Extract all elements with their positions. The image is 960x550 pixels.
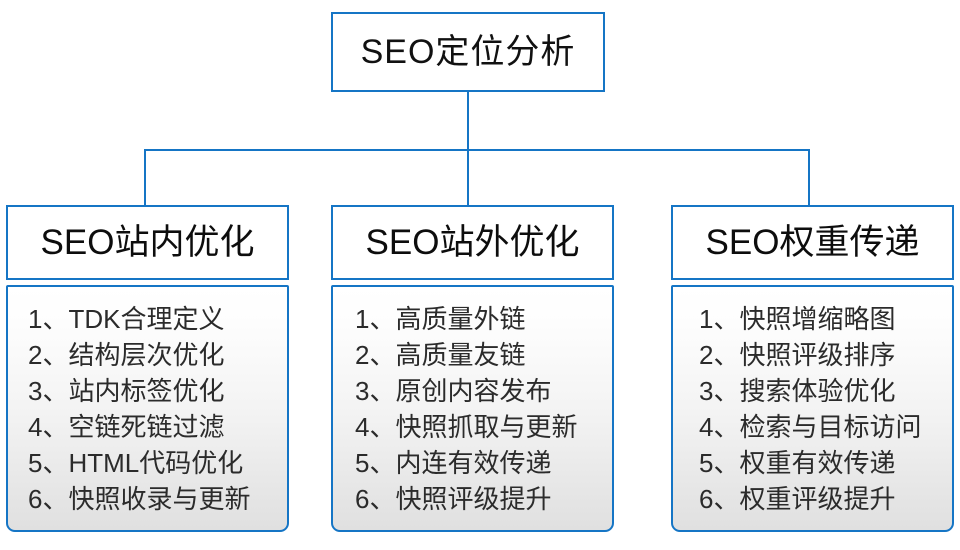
list-item-index: 1、 [699, 304, 740, 334]
list-item: 3、搜索体验优化 [699, 373, 952, 409]
list-item: 5、权重有效传递 [699, 445, 952, 481]
list-item-index: 2、 [699, 340, 740, 370]
list-item-text: 权重评级提升 [739, 484, 896, 514]
list-item-index: 6、 [28, 484, 69, 514]
list-item: 1、高质量外链 [355, 301, 612, 337]
list-item: 2、结构层次优化 [28, 337, 287, 373]
branch-header-3[interactable]: SEO权重传递 [671, 205, 954, 280]
list-item: 2、快照评级排序 [699, 337, 952, 373]
list-item-index: 5、 [28, 448, 69, 478]
root-node-label: SEO定位分析 [360, 33, 576, 71]
branch-column-3: SEO权重传递 1、快照增缩略图 2、快照评级排序 3、搜索体验优化 4、检索与… [671, 205, 954, 532]
root-node[interactable]: SEO定位分析 [331, 12, 605, 92]
list-item-index: 5、 [355, 448, 396, 478]
list-item-text: 空链死链过滤 [68, 412, 225, 442]
branch-item-list-1: 1、TDK合理定义 2、结构层次优化 3、站内标签优化 4、空链死链过滤 5、H… [8, 301, 287, 517]
list-item-text: 内连有效传递 [395, 448, 552, 478]
list-item: 5、HTML代码优化 [28, 445, 287, 481]
list-item: 1、快照增缩略图 [699, 301, 952, 337]
list-item-index: 3、 [699, 376, 740, 406]
list-item-index: 2、 [28, 340, 69, 370]
list-item-index: 4、 [28, 412, 69, 442]
branch-item-list-3: 1、快照增缩略图 2、快照评级排序 3、搜索体验优化 4、检索与目标访问 5、权… [673, 301, 952, 517]
list-item-text: 快照评级排序 [739, 340, 896, 370]
list-item-text: 快照收录与更新 [68, 484, 251, 514]
list-item: 4、检索与目标访问 [699, 409, 952, 445]
branch-column-2: SEO站外优化 1、高质量外链 2、高质量友链 3、原创内容发布 4、快照抓取与… [331, 205, 614, 532]
list-item: 4、空链死链过滤 [28, 409, 287, 445]
branch-body-3: 1、快照增缩略图 2、快照评级排序 3、搜索体验优化 4、检索与目标访问 5、权… [671, 285, 954, 532]
list-item: 3、站内标签优化 [28, 373, 287, 409]
list-item-text: 搜索体验优化 [739, 376, 896, 406]
list-item-text: 检索与目标访问 [739, 412, 922, 442]
list-item-text: 高质量外链 [395, 304, 526, 334]
list-item-text: 快照评级提升 [395, 484, 552, 514]
list-item: 3、原创内容发布 [355, 373, 612, 409]
list-item-text: 快照增缩略图 [739, 304, 896, 334]
list-item: 4、快照抓取与更新 [355, 409, 612, 445]
list-item: 6、快照收录与更新 [28, 481, 287, 517]
list-item: 6、快照评级提升 [355, 481, 612, 517]
list-item-index: 6、 [699, 484, 740, 514]
list-item-index: 2、 [355, 340, 396, 370]
list-item-index: 4、 [699, 412, 740, 442]
branch-body-1: 1、TDK合理定义 2、结构层次优化 3、站内标签优化 4、空链死链过滤 5、H… [6, 285, 289, 532]
branch-header-label-1: SEO站内优化 [40, 223, 255, 262]
branch-header-label-2: SEO站外优化 [365, 223, 580, 262]
branch-item-list-2: 1、高质量外链 2、高质量友链 3、原创内容发布 4、快照抓取与更新 5、内连有… [333, 301, 612, 517]
list-item-text: 权重有效传递 [739, 448, 896, 478]
list-item-index: 3、 [355, 376, 396, 406]
list-item-text: TDK合理定义 [68, 304, 225, 334]
list-item-text: 高质量友链 [395, 340, 526, 370]
list-item-index: 1、 [355, 304, 396, 334]
list-item-index: 4、 [355, 412, 396, 442]
list-item: 2、高质量友链 [355, 337, 612, 373]
branch-header-1[interactable]: SEO站内优化 [6, 205, 289, 280]
list-item-text: 站内标签优化 [68, 376, 225, 406]
branch-header-label-3: SEO权重传递 [705, 223, 920, 262]
branch-header-2[interactable]: SEO站外优化 [331, 205, 614, 280]
branch-column-1: SEO站内优化 1、TDK合理定义 2、结构层次优化 3、站内标签优化 4、空链… [6, 205, 289, 532]
list-item-text: 结构层次优化 [68, 340, 225, 370]
list-item: 5、内连有效传递 [355, 445, 612, 481]
list-item-text: 快照抓取与更新 [395, 412, 578, 442]
list-item-index: 5、 [699, 448, 740, 478]
list-item: 6、权重评级提升 [699, 481, 952, 517]
list-item-index: 6、 [355, 484, 396, 514]
list-item-index: 3、 [28, 376, 69, 406]
list-item-text: HTML代码优化 [68, 448, 244, 478]
branch-body-2: 1、高质量外链 2、高质量友链 3、原创内容发布 4、快照抓取与更新 5、内连有… [331, 285, 614, 532]
list-item-index: 1、 [28, 304, 69, 334]
list-item-text: 原创内容发布 [395, 376, 552, 406]
list-item: 1、TDK合理定义 [28, 301, 287, 337]
